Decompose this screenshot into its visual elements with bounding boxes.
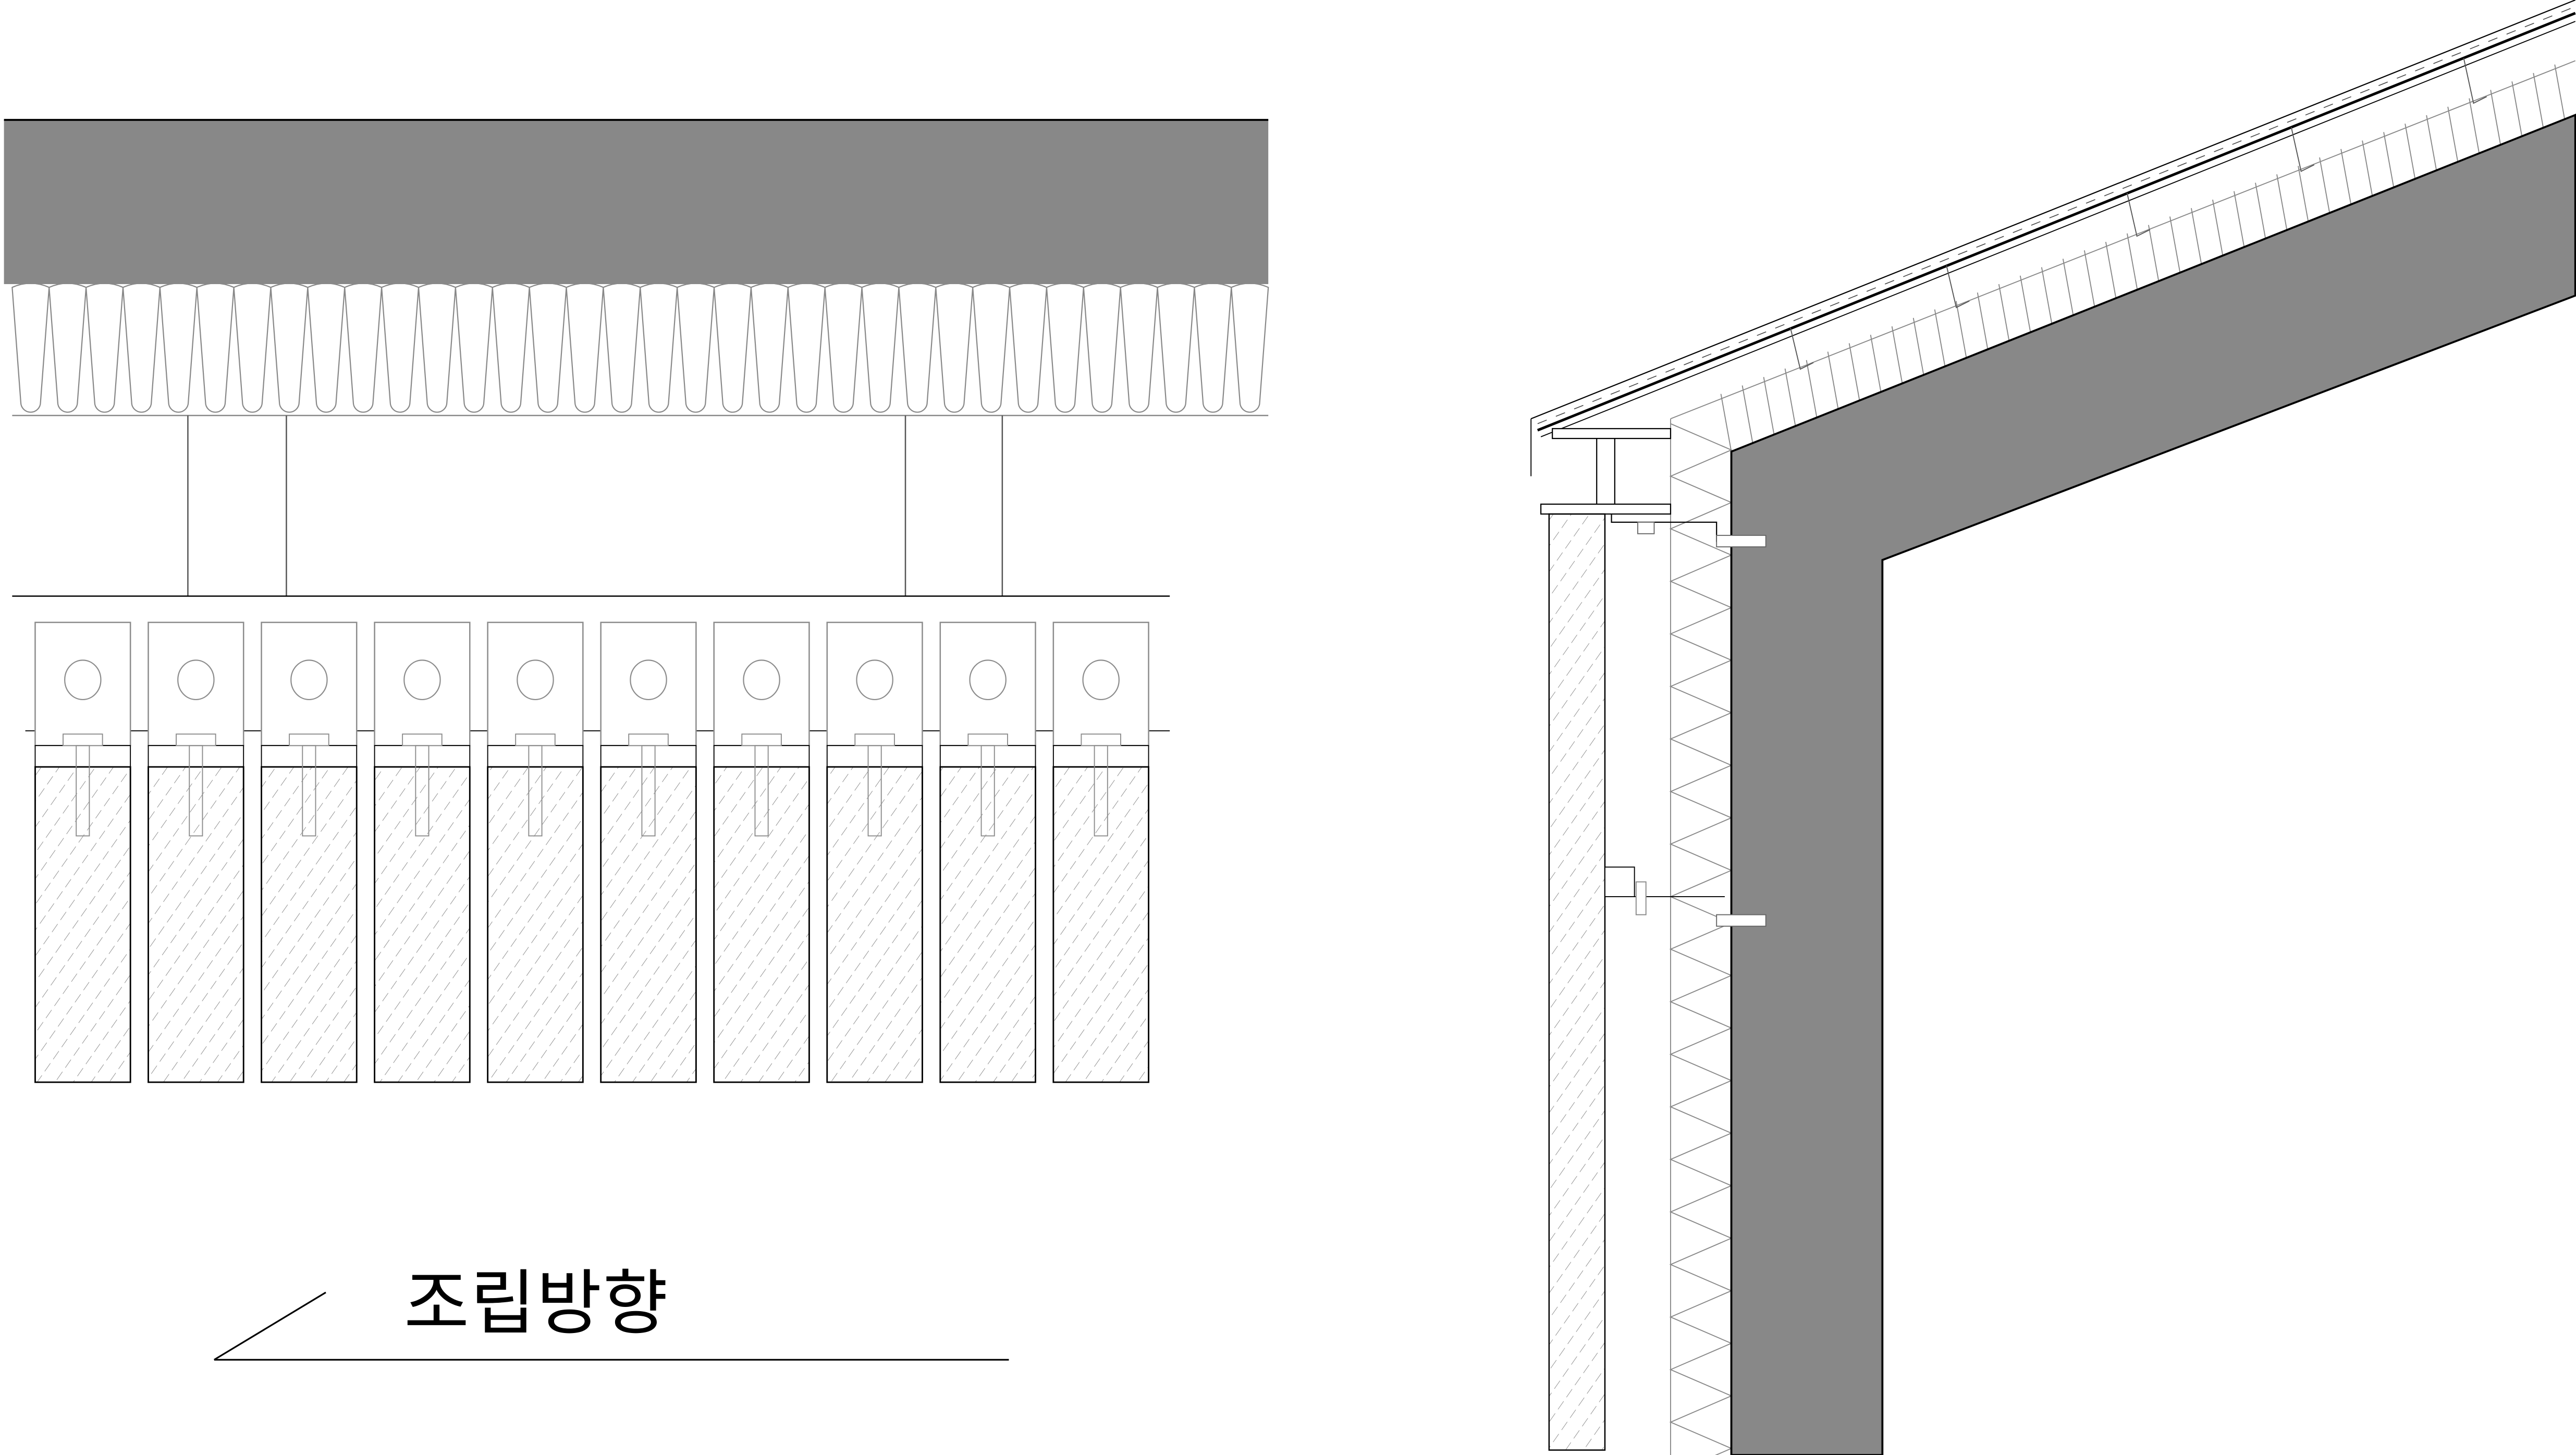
bolt-hole-icon [743,659,780,701]
cladding-board [1548,513,1606,1451]
panel-spacer [939,745,1036,768]
bracket-plate [1052,621,1149,747]
panel-spacer [148,745,244,768]
bolt-head [289,733,329,747]
bolt-shank [641,745,656,837]
facade-panel [939,621,1036,1083]
facade-panel [34,621,131,1083]
wall-insulation [1669,423,1733,1455]
bracket-plate [487,621,584,747]
bracket-plate [261,621,358,747]
bolt-hole-icon [517,659,554,701]
bolt-shank [980,745,995,837]
facade-panel [487,621,584,1083]
bolt-head [854,733,895,747]
hatched-panel [1052,766,1149,1083]
bracket-plate [34,621,131,747]
panel-spacer [713,745,810,768]
facade-panel [148,621,244,1083]
facade-panel [826,621,923,1083]
hatched-panel [826,766,923,1083]
bolt-hole-icon [64,659,102,701]
bolt-head [176,733,216,747]
panel-spacer [826,745,923,768]
bolt-hole-icon [969,659,1007,701]
bolt-shank [528,745,543,837]
bolt-shank [1094,745,1108,837]
roof-insulation [1720,64,2566,452]
concrete-wall-roof [1730,113,2576,1455]
bolt-shank [754,745,769,837]
bolt-shank [76,745,90,837]
anchor-bolts [1637,521,1767,927]
bolt-head [515,733,556,747]
hatched-panel [261,766,358,1083]
bolt-head [741,733,782,747]
bolt-hole-icon [177,659,215,701]
bolt-hole-icon [630,659,667,701]
assembly-direction-symbol [214,1291,1009,1361]
bolt-head [1081,733,1121,747]
concrete-slab [4,119,1269,284]
facade-panel [374,621,471,1083]
bolt-hole-icon [856,659,893,701]
bracket-plate [600,621,697,747]
hatched-panel [487,766,584,1083]
mid-bracket [1604,866,1725,915]
bolt-head [63,733,103,747]
bolt-shank [867,745,882,837]
panel-spacer [487,745,584,768]
bolt-hole-icon [403,659,441,701]
facade-panel [713,621,810,1083]
panel-spacer [600,745,697,768]
panel-spacer [374,745,471,768]
panel-row [34,621,1149,1083]
hatched-panel [374,766,471,1083]
bolt-shank [415,745,430,837]
bolt-head [628,733,669,747]
panel-spacer [34,745,131,768]
bracket-plate [826,621,923,747]
wall-roof-section [1530,0,2576,1455]
panel-spacer [261,745,358,768]
facade-panel [600,621,697,1083]
support-posts [187,415,1003,596]
roof-purlins [1790,57,2487,370]
bolt-shank [189,745,203,837]
hatched-panel [939,766,1036,1083]
wall-roof-insulation [1669,60,2576,1455]
bolt-head [967,733,1008,747]
bolt-head [402,733,443,747]
bracket-plate [939,621,1036,747]
bracket-plate [713,621,810,747]
assembly-direction-label: 조립방향 [404,1263,669,1345]
bolt-shank [302,745,316,837]
panel-spacer [1052,745,1149,768]
bracket-plate [148,621,244,747]
roof-cladding [1530,0,2576,476]
insulation-layer [11,283,1269,413]
hatched-panel [600,766,697,1083]
hatched-panel [148,766,244,1083]
hatched-panel [713,766,810,1083]
plan-section [4,119,1269,1083]
bolt-hole-icon [290,659,328,701]
eave-bracket [1540,428,1718,542]
bolt-hole-icon [1082,659,1120,701]
facade-panel [1052,621,1149,1083]
insulation-loops [11,283,1269,413]
hatched-panel [34,766,131,1083]
facade-panel [261,621,358,1083]
bracket-plate [374,621,471,747]
